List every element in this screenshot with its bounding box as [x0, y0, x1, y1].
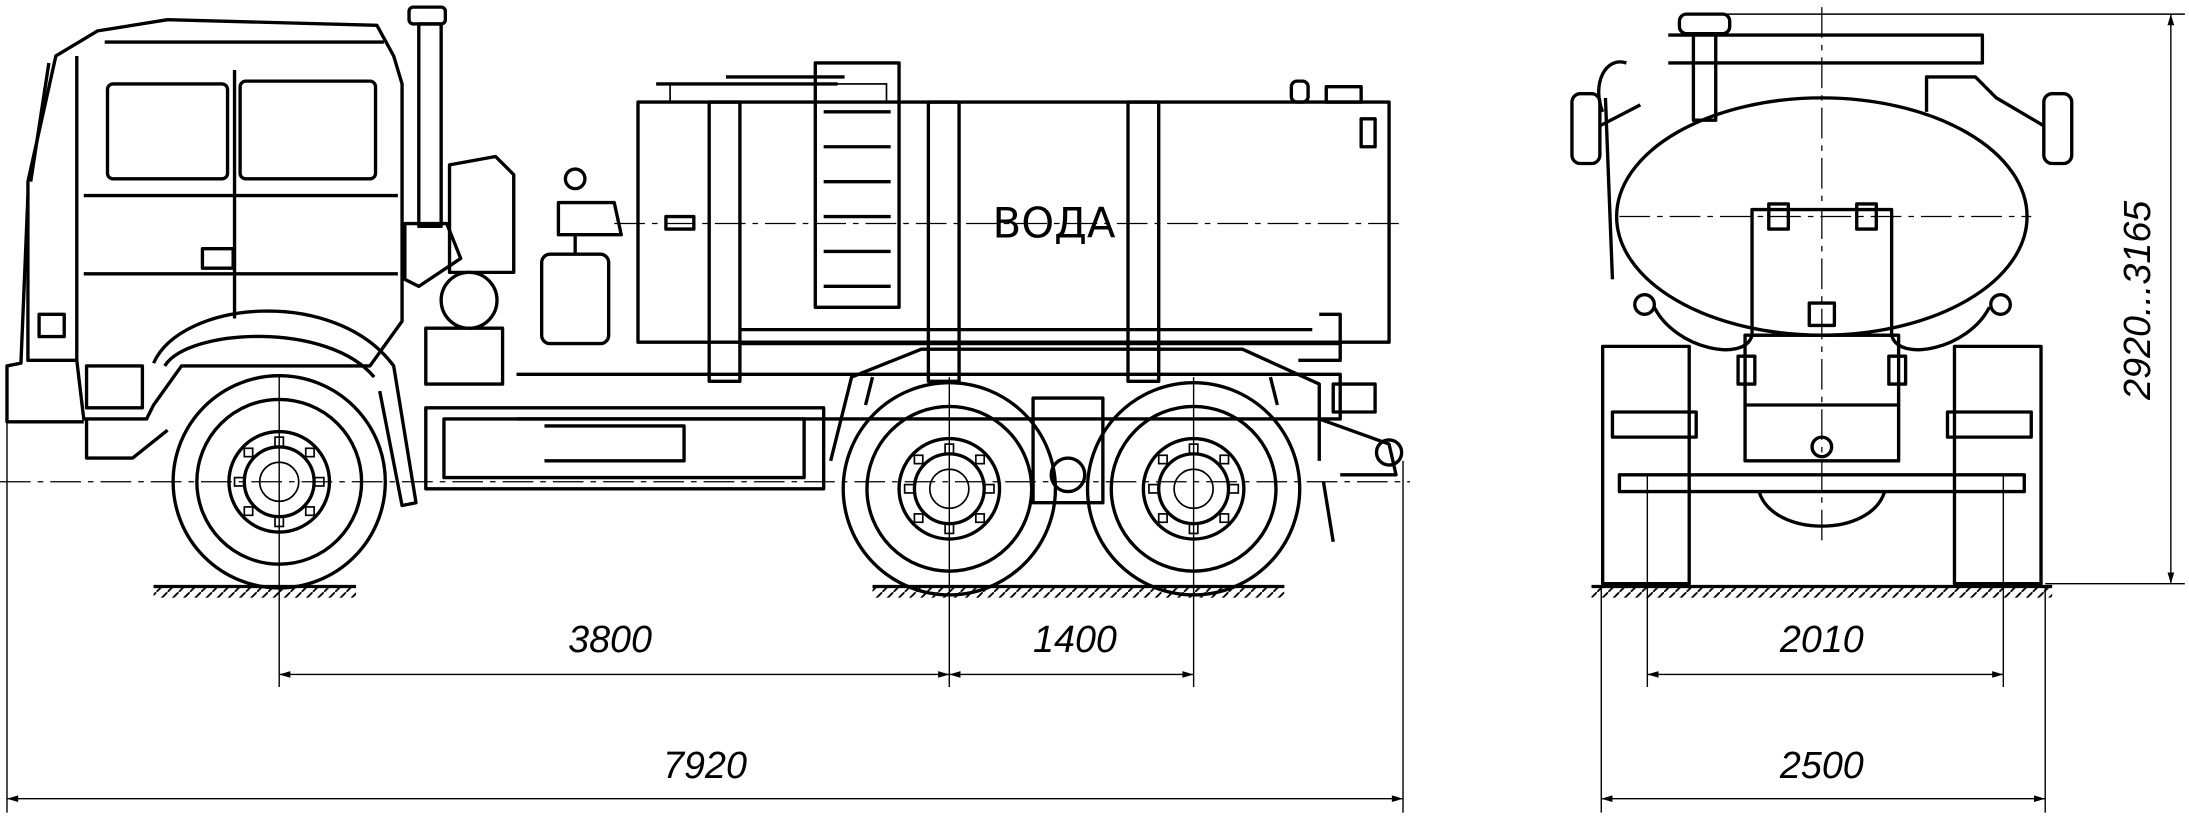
tank-label: ВОДА	[992, 198, 1115, 247]
dim-track-width: 2010	[1779, 618, 1864, 660]
ground-line	[153, 584, 1285, 598]
dim-wheelbase-front: 3800	[568, 618, 652, 660]
chassis-frame	[424, 347, 1404, 543]
side-dimensions: 3800 1400 7920	[6, 374, 1404, 813]
rear-ground-line	[1591, 587, 2053, 598]
water-tank: ВОДА	[614, 61, 1404, 383]
dim-overall-width: 2500	[1779, 744, 1864, 786]
exhaust-pipe	[403, 5, 623, 386]
dim-overall-height: 2920...3165	[2116, 200, 2158, 401]
dim-overall-length: 7920	[663, 744, 747, 786]
side-view: ВОДА	[0, 5, 1411, 813]
truck-cab	[5, 18, 418, 508]
rear-view: 2010 2500 2920...3165	[1570, 7, 2185, 813]
rear-dimensions: 2010 2500 2920...3165	[1600, 13, 2185, 813]
dim-wheelbase-rear: 1400	[1033, 618, 1117, 660]
